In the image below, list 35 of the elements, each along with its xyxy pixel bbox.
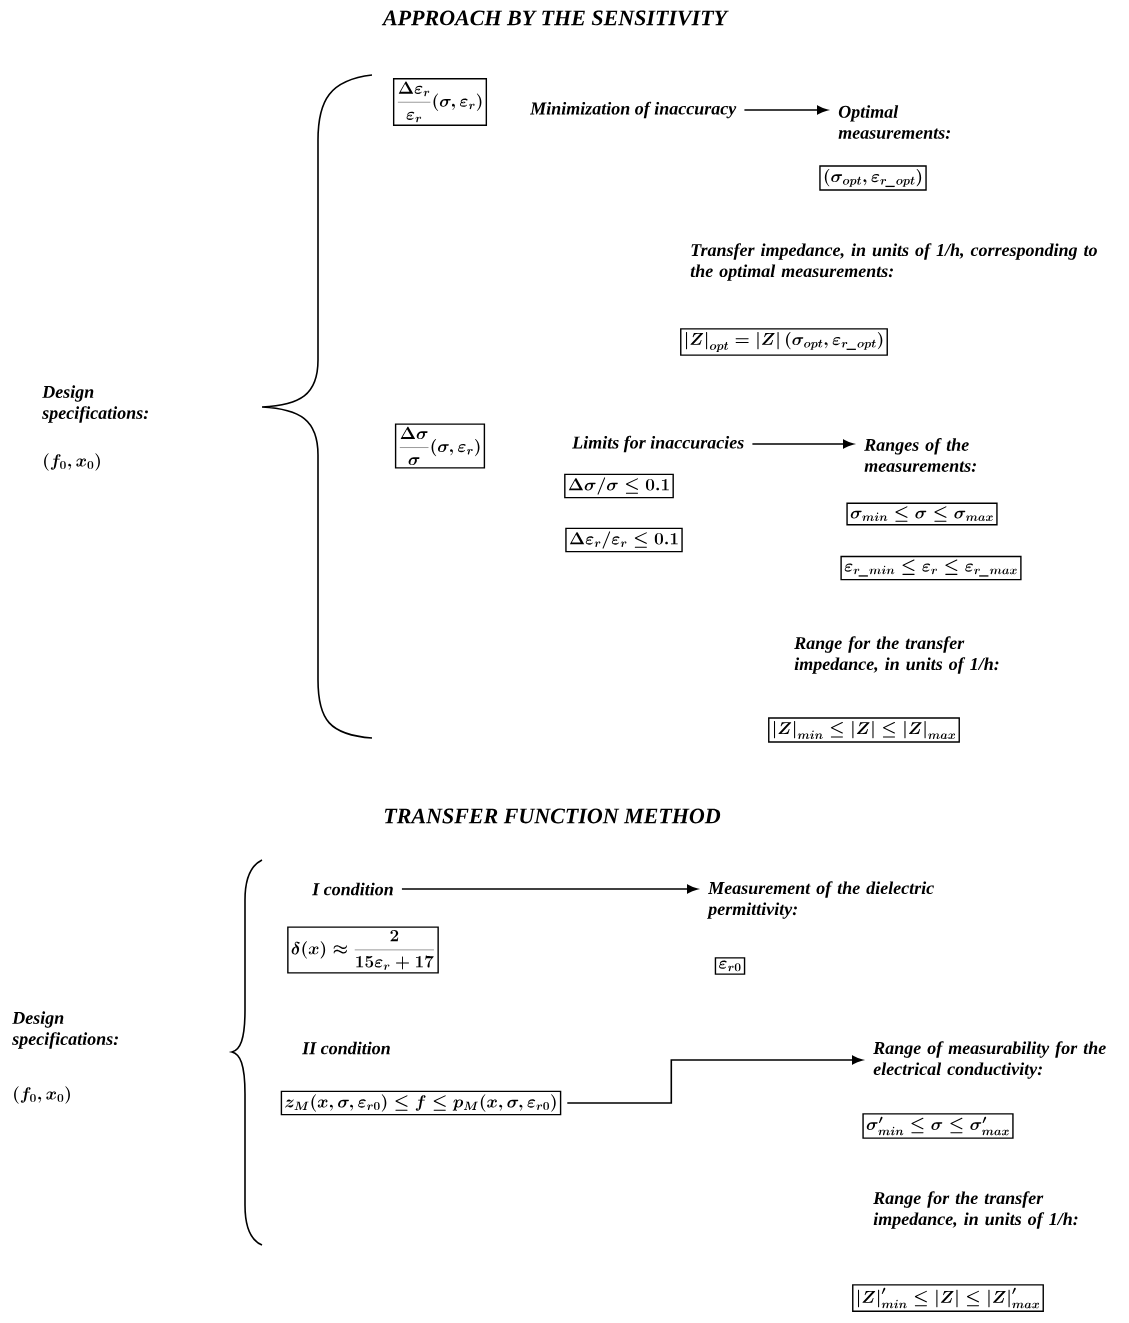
formula-box: $\Delta\sigma/\sigma\leq 0.1$	[564, 473, 674, 499]
text-label: Optimal measurements:	[838, 105, 950, 139]
formula-label: $(f_0,x_0)$	[44, 453, 100, 471]
text-label: Range of measurability for the electrical conductivity:	[873, 1041, 1106, 1079]
formula-label: $(f_0,x_0)$	[14, 1086, 70, 1104]
text-label: Measurement of the dielectric permittivity:	[706, 881, 934, 919]
formula-box: $\varepsilon_{r\_min}\leq\varepsilon_r\leq\varepsilon_{r\_max}$	[840, 555, 1022, 581]
formula-box: $\frac{\Delta\sigma}{\sigma}(\sigma,\varepsilon_r)$	[394, 423, 486, 469]
text-label: Transfer impedance, in units of 1/h, corresponding to the optimal measurements:	[690, 243, 1097, 281]
arrow	[566, 1055, 863, 1104]
text-label: Design specifications:	[12, 1011, 118, 1049]
title: APPROACH BY THE SENSITIVITY	[381, 10, 729, 26]
text-label: I condition	[312, 882, 393, 896]
formula-box: $\delta(x)\approx\frac{2}{15\varepsilon_r+17}$	[287, 926, 439, 974]
formula-box: $\varepsilon_{r0}$	[714, 957, 746, 975]
formula-box: $\sigma'_{min}\leq\sigma\leq\sigma'_{max}$	[862, 1113, 1014, 1139]
formula-box: $\left|Z\right|_{opt}=\left|Z\right|(\sigma_{opt},\varepsilon_{r\_opt})$	[680, 328, 888, 356]
text-label: Range for the transfer impedance, in units of 1/h:	[873, 1191, 1078, 1229]
formula-box: $(\sigma_{opt},\varepsilon_{r\_opt})$	[819, 165, 927, 191]
arrow	[751, 439, 854, 449]
text-label: Design specifications:	[42, 385, 148, 423]
formula-box: $\sigma_{min}\leq\sigma\leq\sigma_{max}$	[846, 502, 998, 526]
text-label: Limits for inaccuracies	[572, 435, 744, 453]
formula-box: $\frac{\Delta\varepsilon_r}{\varepsilon_r}(\sigma,\varepsilon_r)$	[392, 78, 488, 126]
text-label: II condition	[302, 1041, 390, 1055]
title: TRANSFER FUNCTION METHOD	[384, 808, 721, 824]
formula-box: $\Delta\varepsilon_r/\varepsilon_r\leq 0.1$	[565, 527, 683, 553]
text-label: Minimization of inaccuracy	[529, 101, 737, 119]
formula-box: $z_M(x,\sigma,\varepsilon_{r0})\leq f\leq p_M(x,\sigma,\varepsilon_{r0})$	[280, 1090, 562, 1116]
text-label: Range for the transfer impedance, in units of 1/h:	[794, 636, 999, 674]
formula-box: $\left|Z\right|_{min}\leq\left|Z\right|\leq\left|Z\right|_{max}$	[768, 717, 960, 743]
arrow	[401, 884, 698, 894]
arrow	[743, 105, 828, 115]
formula-box: $\left|Z\right|'_{min}\leq\left|Z\right|\leq\left|Z\right|'_{max}$	[852, 1284, 1044, 1312]
text-label: Ranges of the measurements:	[864, 438, 976, 472]
